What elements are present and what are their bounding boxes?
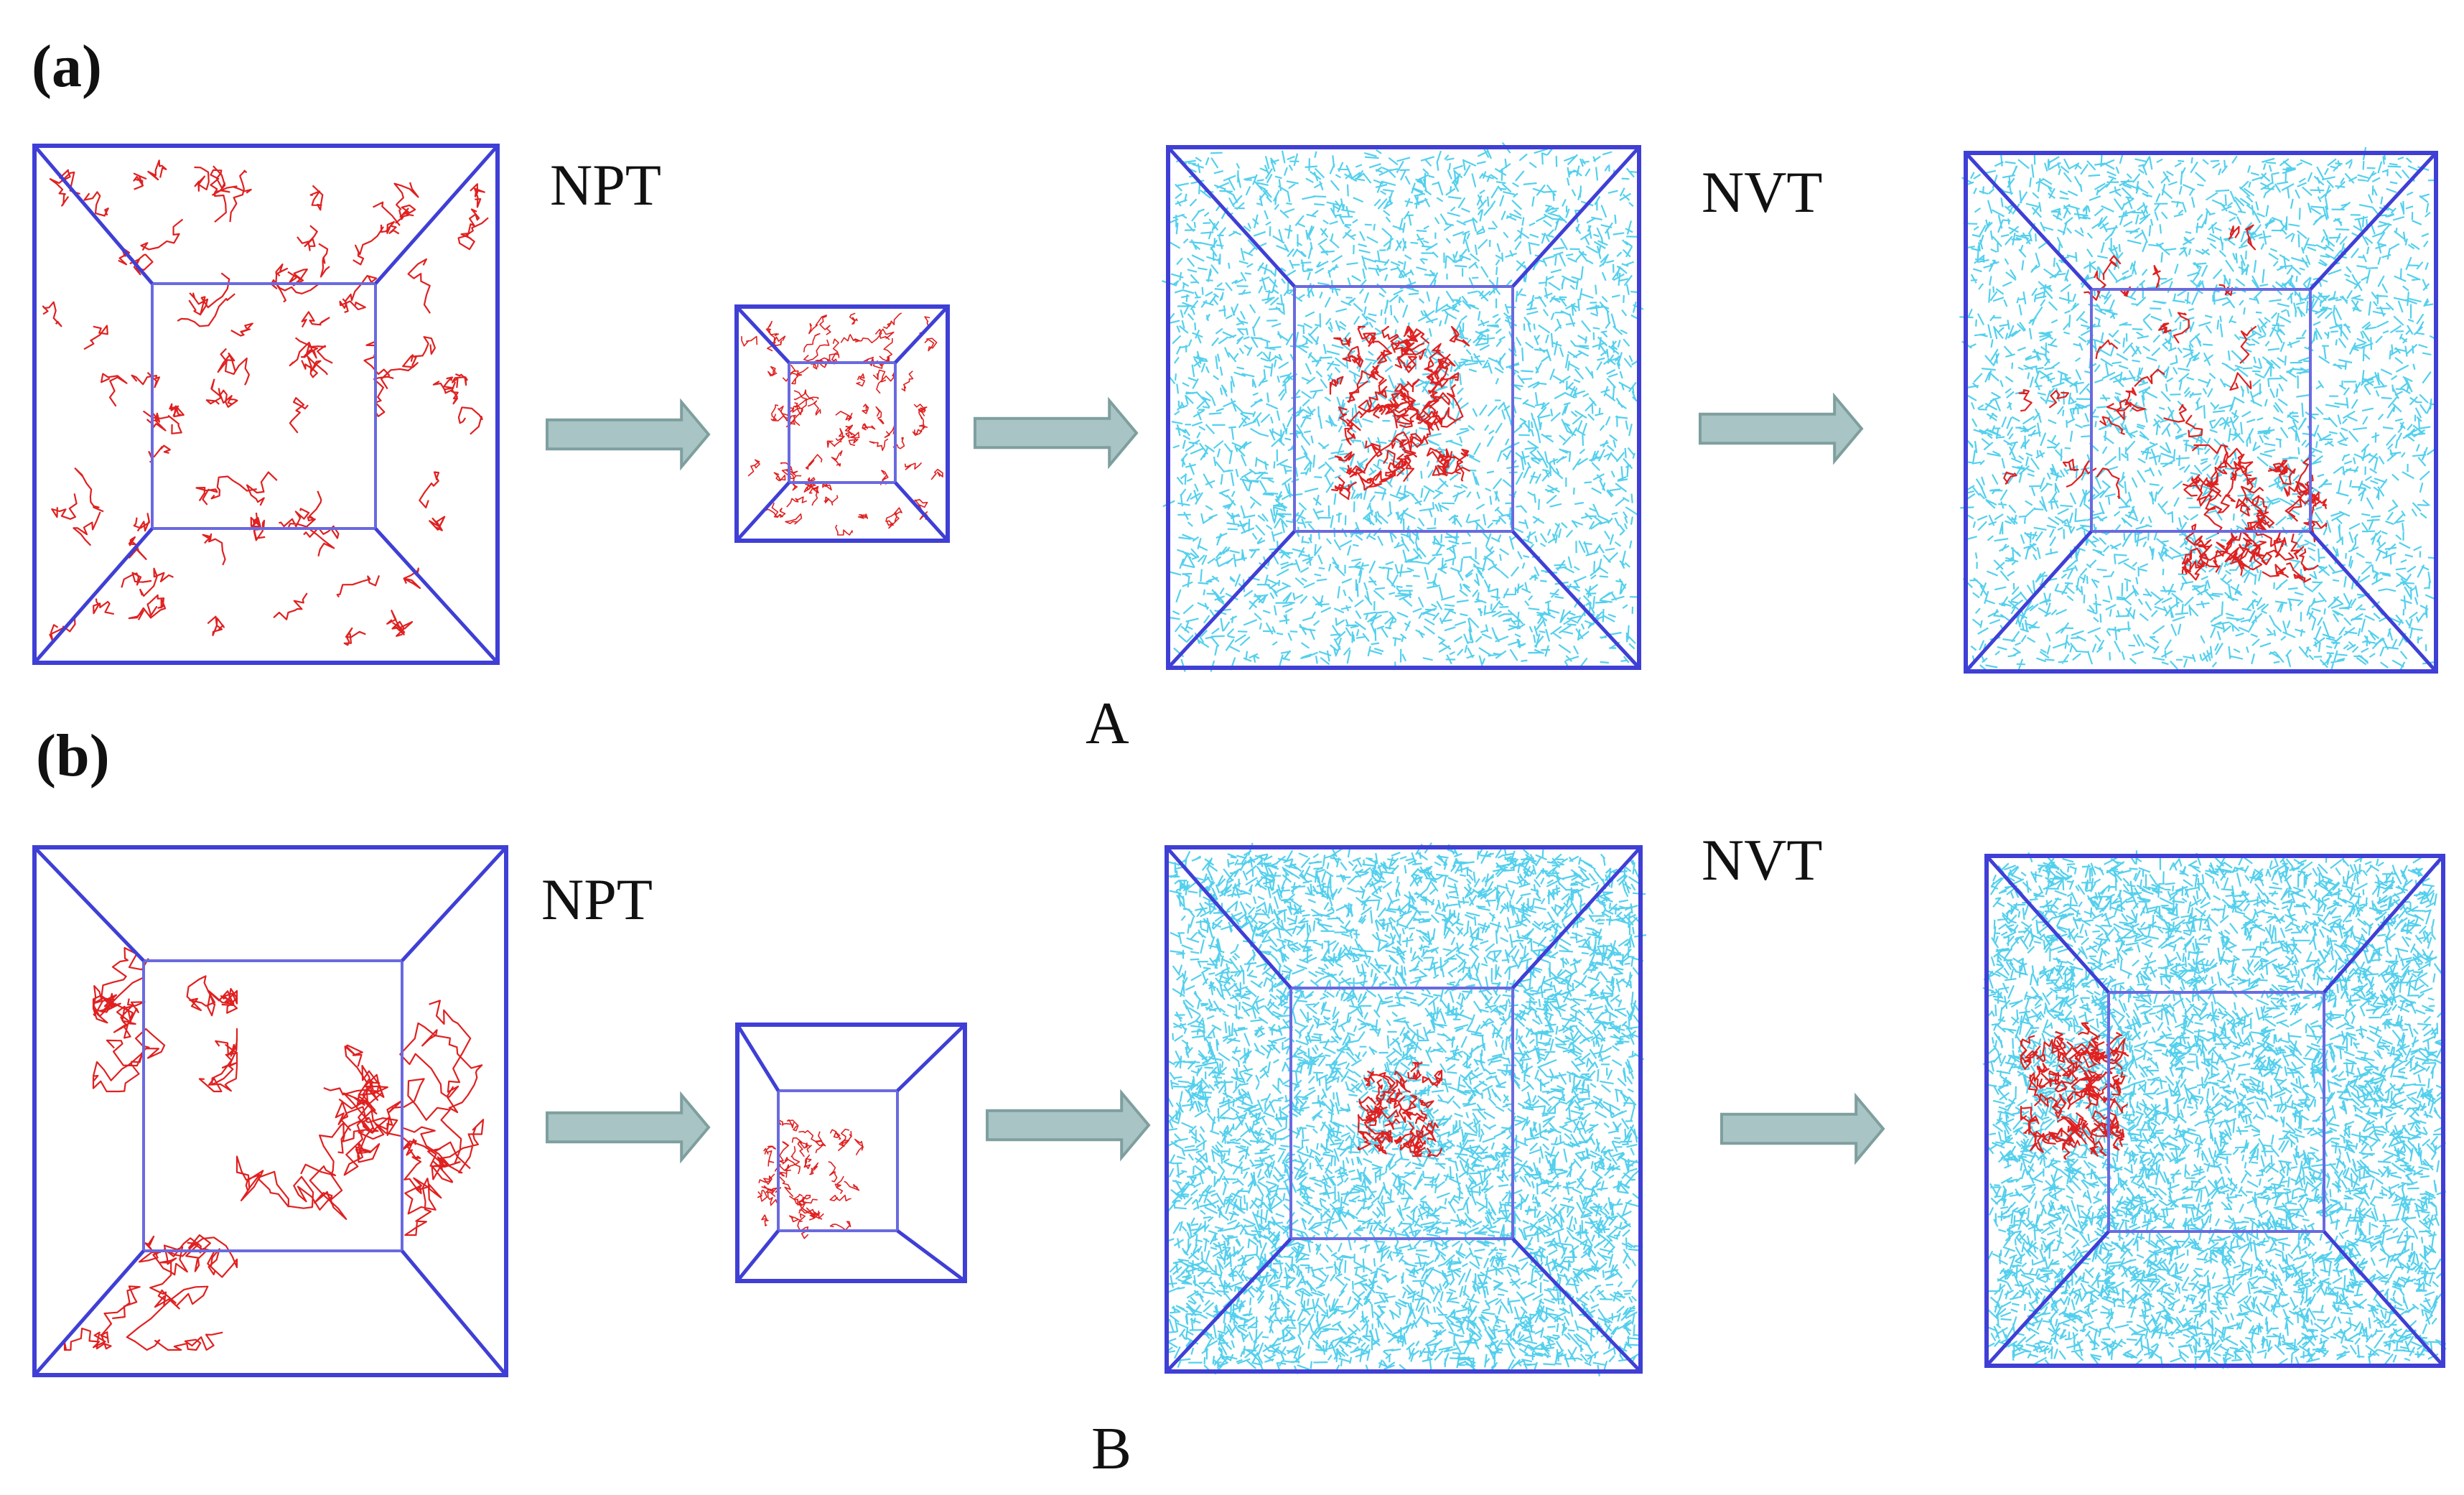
box-edge-2 — [735, 481, 790, 542]
panel-b-caption: B — [1091, 1415, 1131, 1482]
box-back-face — [2090, 288, 2312, 533]
box-edge-0 — [33, 144, 154, 285]
box-outer-frame — [32, 144, 500, 665]
box-back-face — [1293, 285, 1514, 533]
panel-a-arrow-2 — [974, 396, 1139, 470]
box-edge-1 — [896, 1023, 966, 1092]
box-edge-2 — [1985, 1230, 2110, 1367]
panel-a-npt-label: NPT — [550, 152, 661, 218]
box-edge-2 — [1165, 1237, 1292, 1373]
box-outer-frame — [32, 845, 508, 1377]
box-edge-1 — [374, 144, 499, 285]
box-edge-1 — [1511, 846, 1642, 989]
panel-a-caption: A — [1086, 690, 1129, 757]
arrow-shape — [546, 398, 711, 471]
box-outer-frame — [734, 304, 950, 543]
box-edge-3 — [896, 1229, 966, 1283]
panel-b-label: (b) — [36, 722, 110, 789]
box-edge-0 — [735, 1023, 780, 1092]
panel-a-arrow-3 — [1699, 392, 1864, 465]
box-edge-3 — [2309, 530, 2437, 673]
polymer-chains-0 — [92, 946, 238, 1093]
polymer-chains-0 — [2181, 444, 2328, 583]
box-edge-3 — [1511, 530, 1641, 669]
box-edge-0 — [1165, 846, 1292, 989]
polymer-chains-1 — [235, 1000, 485, 1236]
box-edge-0 — [1167, 146, 1296, 288]
polymer-chains-1 — [2003, 224, 2266, 562]
box-edge-2 — [33, 527, 154, 664]
arrow-shape — [974, 396, 1139, 470]
panel-b-equilibrated-box — [1982, 850, 2447, 1369]
panel-b-npt-label: NPT — [541, 867, 653, 932]
polymer-chains-0 — [1329, 325, 1470, 500]
box-edge-3 — [401, 1249, 508, 1377]
arrow-shape — [1699, 392, 1864, 465]
box-edge-0 — [1964, 152, 2093, 291]
box-outer-frame — [735, 1023, 967, 1283]
panel-a-arrow-1 — [546, 398, 711, 471]
box-edge-2 — [1167, 530, 1296, 669]
arrow-shape — [986, 1089, 1151, 1162]
arrow-shape — [546, 1091, 711, 1164]
box-edge-3 — [894, 481, 949, 542]
arrow-shape — [1720, 1092, 1885, 1165]
panel-b-initial-box — [32, 845, 508, 1377]
panel-b: (b) NPT NVT B — [32, 722, 2447, 1482]
panel-a-label: (a) — [32, 33, 102, 100]
box-back-face — [777, 1089, 899, 1232]
panel-b-arrow-3 — [1720, 1092, 1885, 1165]
panel-a-compressed-box — [734, 304, 950, 543]
box-outer-frame — [1984, 854, 2445, 1368]
panel-b-compressed-box — [735, 1023, 967, 1283]
box-edge-0 — [735, 305, 790, 364]
polymer-chains-0 — [757, 1119, 864, 1239]
box-edge-1 — [2323, 854, 2445, 994]
box-outer-frame — [1964, 151, 2438, 674]
box-edge-2 — [736, 1229, 780, 1282]
box-outer-frame — [1166, 145, 1641, 670]
box-edge-1 — [2309, 152, 2437, 291]
box-edge-3 — [2323, 1230, 2445, 1367]
panel-b-solvated-box — [1164, 842, 1647, 1377]
box-back-face — [788, 361, 897, 484]
box-outer-frame — [1165, 845, 1643, 1374]
panel-a-initial-box — [32, 144, 500, 665]
panel-a-equilibrated-box — [1959, 146, 2438, 674]
box-edge-1 — [1511, 146, 1641, 288]
polymer-chains-2 — [63, 1234, 238, 1351]
box-edge-1 — [894, 305, 949, 364]
polymer-chains-0 — [1357, 1061, 1443, 1158]
box-back-face — [142, 959, 403, 1252]
polymer-chains-0 — [42, 159, 489, 646]
panel-a: (a) NPT NVT A — [32, 33, 2438, 757]
solvent-molecules — [1982, 850, 2447, 1369]
panel-b-arrow-2 — [986, 1089, 1151, 1162]
box-back-face — [151, 282, 377, 530]
box-edge-0 — [1985, 854, 2110, 994]
panel-a-nvt-label: NVT — [1702, 159, 1823, 225]
box-back-face — [2107, 991, 2325, 1233]
box-edge-2 — [1964, 530, 2093, 673]
panel-b-arrow-1 — [546, 1091, 711, 1164]
box-back-face — [1289, 987, 1514, 1240]
panel-a-solvated-box — [1162, 141, 1644, 672]
panel-b-nvt-label: NVT — [1702, 827, 1823, 893]
box-edge-3 — [374, 527, 499, 664]
box-edge-0 — [33, 846, 145, 962]
box-edge-1 — [401, 846, 508, 962]
box-edge-2 — [33, 1249, 145, 1377]
box-edge-3 — [1511, 1237, 1642, 1373]
